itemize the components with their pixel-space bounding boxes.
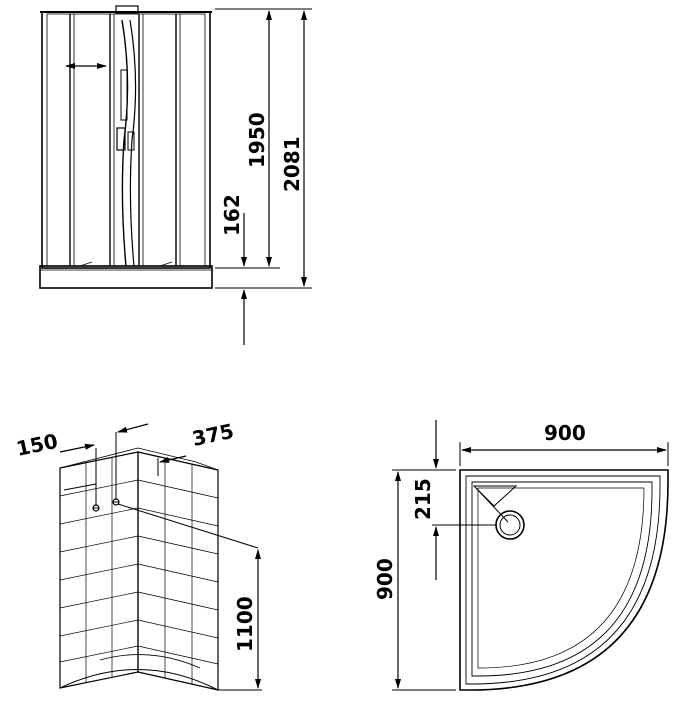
tray-dimensions — [392, 420, 669, 691]
total-height-label: 2081 — [280, 136, 304, 192]
tray-width-label: 900 — [544, 421, 586, 445]
wall-view-dimensions — [59, 423, 262, 691]
door-height-label: 1950 — [245, 112, 269, 168]
wall-view-tiles — [59, 447, 219, 691]
drain-offset-label: 215 — [411, 478, 435, 520]
tray-top-view — [459, 469, 669, 691]
outlet-height-label: 1100 — [233, 596, 257, 652]
wall-offset-left-label: 150 — [14, 429, 60, 461]
tray-height-label: 162 — [220, 194, 244, 236]
front-view-cabin — [39, 5, 213, 289]
wall-offset-right-label: 375 — [190, 419, 236, 451]
tray-depth-label: 900 — [373, 558, 397, 600]
front-view-dimensions — [215, 8, 312, 345]
